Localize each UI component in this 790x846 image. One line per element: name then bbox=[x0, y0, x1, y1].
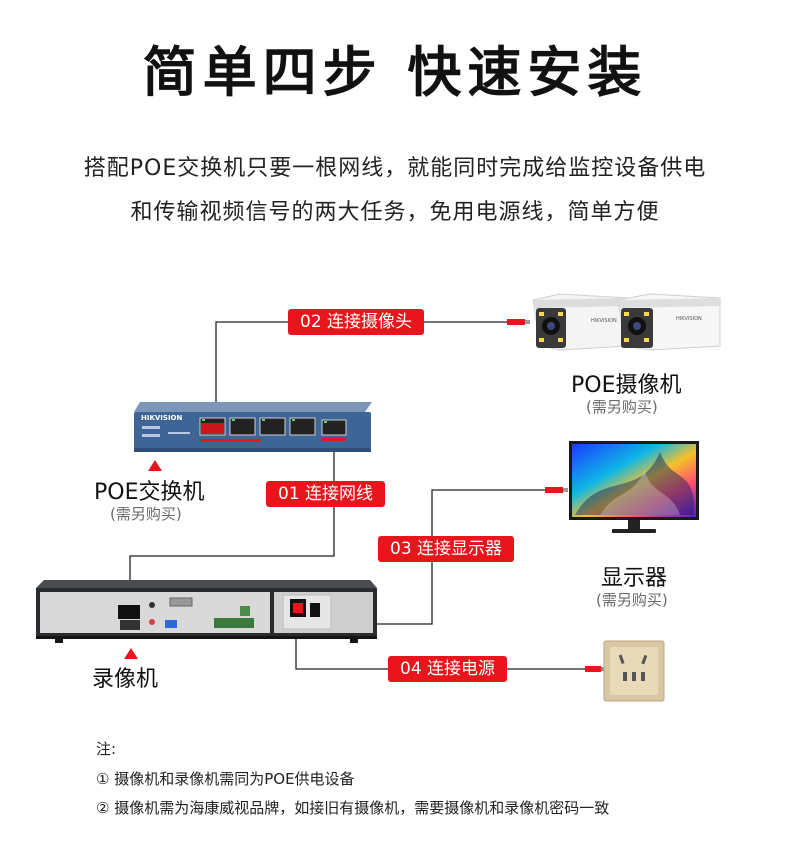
nvr-pointer-icon bbox=[124, 648, 138, 659]
switch-pointer-icon bbox=[148, 460, 162, 471]
step-03-label: 03 连接显示器 bbox=[378, 536, 515, 562]
monitor-note: (需另购买) bbox=[596, 591, 668, 609]
nvr-image bbox=[36, 580, 377, 643]
camera-note: (需另购买) bbox=[586, 398, 658, 416]
plug-monitor bbox=[545, 487, 563, 493]
switch-note: (需另购买) bbox=[110, 505, 182, 523]
plug-camera bbox=[507, 319, 525, 325]
note-item: ② 摄像机需为海康威视品牌，如接旧有摄像机，需要摄像机和录像机密码一致 bbox=[96, 799, 610, 817]
step-01-label: 01 连接网线 bbox=[266, 481, 386, 507]
subtitle-line-1: 搭配POE交换机只要一根网线，就能同时完成给监控设备供电 bbox=[83, 156, 707, 181]
step-02-label: 02 连接摄像头 bbox=[288, 309, 425, 335]
camera-name: POE摄像机 bbox=[571, 373, 682, 398]
monitor-image bbox=[569, 441, 699, 533]
monitor-name: 显示器 bbox=[601, 566, 668, 591]
notes-heading: 注: bbox=[96, 740, 117, 758]
switch-name: POE交换机 bbox=[94, 480, 205, 505]
power-outlet-image bbox=[603, 640, 665, 702]
camera-brand-logo: HIKVISION bbox=[676, 316, 702, 322]
note-item: ① 摄像机和录像机需同为POE供电设备 bbox=[96, 770, 355, 788]
page-title: 简单四步 快速安装 bbox=[142, 41, 648, 104]
plug-power bbox=[585, 666, 601, 672]
poe-camera-image: HIKVISION HIKVISION bbox=[532, 293, 721, 351]
poe-switch-image bbox=[134, 402, 372, 452]
svg-text:HIKVISION: HIKVISION bbox=[591, 318, 617, 324]
nvr-name: 录像机 bbox=[92, 667, 159, 692]
step-04-label: 04 连接电源 bbox=[388, 656, 508, 682]
subtitle-line-2: 和传输视频信号的两大任务，免用电源线，简单方便 bbox=[130, 200, 660, 225]
switch-brand-logo: HIKVISION bbox=[141, 414, 183, 422]
